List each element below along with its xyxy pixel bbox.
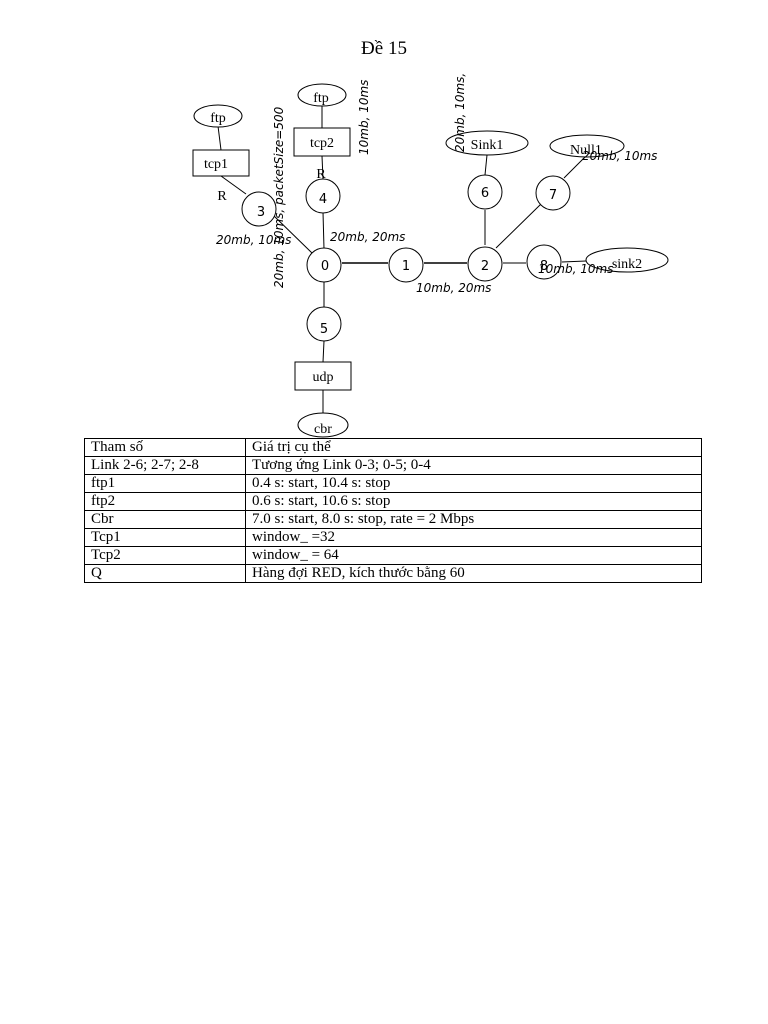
table-cell: ftp1 [84,474,246,493]
sink1-label: Sink1 [471,138,504,153]
table-row: Link 2-6; 2-7; 2-8 Tương ứng Link 0-3; 0… [84,456,702,475]
agent-shapes [192,83,669,438]
node-5-label: 5 [320,322,328,337]
node-8-circle [526,244,562,280]
table-cell: Tcp2 [84,546,246,565]
link-node3-node0 [272,214,313,254]
link-node2-node7 [495,203,542,249]
udp-box [294,361,352,391]
table-cell: Link 2-6; 2-7; 2-8 [84,456,246,475]
node-8-label: 8 [540,259,548,274]
tcp2-link-label: 10mb, 10ms [357,80,371,155]
table-row: Tcp1 window_ =32 [84,528,702,547]
link-1-2-label: 10mb, 20ms [416,281,491,295]
node-0-label: 0 [321,259,329,274]
node-3-circle [241,191,277,227]
link-node8-sink2 [561,260,587,263]
router-label-top: R [316,167,326,182]
table-cell: Cbr [84,510,246,529]
link-node5-udp [322,340,325,363]
table-row: ftp1 0.4 s: start, 10.4 s: stop [84,474,702,493]
node-3-label: 3 [257,205,265,220]
parameter-table: Tham số Giá trị cụ thể Link 2-6; 2-7; 2-… [84,438,702,583]
agent-labels: ftp tcp1 ftp tcp2 Sink1 Null1 sink2 udp … [204,91,642,437]
node-4-circle [305,178,341,214]
table-row: Tcp2 window_ = 64 [84,546,702,565]
link-3-0-label: 20mb, 10ms [216,233,291,247]
sink1-ellipse [445,130,529,156]
null1-label: Null1 [570,143,602,158]
link-tcp2-node4 [321,155,324,180]
table-row: Cbr 7.0 s: start, 8.0 s: stop, rate = 2 … [84,510,702,529]
node-circles [241,174,571,342]
null1-ellipse [549,134,625,158]
page-title: Đề 15 [361,38,407,59]
diagram-links [217,106,587,413]
table-row: Q Hàng đợi RED, kích thước bằng 60 [84,564,702,583]
link-tcp1-node3 [220,175,247,195]
link-ftp-tcp1 [217,125,222,151]
table-header-row: Tham số Giá trị cụ thể [84,438,702,457]
node-7-circle [535,175,571,211]
router-label-left: R [217,189,227,204]
link-node7-null1 [563,156,586,179]
link-2-7-label: 20mb, 10ms [582,149,657,163]
link-node6-sink1 [484,154,488,176]
table-cell: window_ = 64 [245,546,702,565]
udp-label: udp [313,370,334,385]
node-0-circle [306,247,342,283]
link-2-8-label: 10mb, 10ms [538,262,613,276]
link-0-3-vertical-label: 20mb, 10ms, packetSize=500 [272,106,286,288]
table-header-cell: Giá trị cụ thể [245,438,702,457]
sink2-label: sink2 [612,257,642,272]
table-cell: Hàng đợi RED, kích thước bằng 60 [245,564,702,583]
link-2-6-label: 20mb, 10ms, [453,73,467,152]
cbr-ellipse [297,412,349,438]
table-cell: Tương ứng Link 0-3; 0-5; 0-4 [245,456,702,475]
table-cell: 0.4 s: start, 10.4 s: stop [245,474,702,493]
node-5-circle [306,306,342,342]
ftp-left-label: ftp [210,111,226,126]
sink2-ellipse [585,247,669,273]
tcp1-box [192,149,250,177]
link-annotations: 10mb, 10ms 20mb, 10ms, 20mb, 10ms, packe… [216,73,657,295]
tcp2-label: tcp2 [310,136,334,151]
node-2-circle [467,246,503,282]
node-2-label: 2 [481,259,489,274]
node-1-circle [388,247,424,283]
ftp-left-ellipse [193,104,243,128]
table-header-cell: Tham số [84,438,246,457]
node-4-label: 4 [319,192,327,207]
cbr-label: cbr [314,422,332,437]
node-labels: 0 1 2 3 4 5 6 7 8 [257,186,557,337]
table-cell: ftp2 [84,492,246,511]
node-1-label: 1 [402,259,410,274]
tcp1-label: tcp1 [204,157,228,172]
node-6-label: 6 [481,186,489,201]
link-4-0-label: 20mb, 20ms [330,230,405,244]
ftp-top-label: ftp [313,91,329,106]
ftp-top-ellipse [297,83,347,107]
table-row: ftp2 0.6 s: start, 10.6 s: stop [84,492,702,511]
table-cell: Q [84,564,246,583]
table-cell: 7.0 s: start, 8.0 s: stop, rate = 2 Mbps [245,510,702,529]
table-cell: window_ =32 [245,528,702,547]
link-node4-node0 [322,211,325,250]
node-6-circle [467,174,503,210]
network-topology-diagram: 0 1 2 3 4 5 6 7 8 ftp tcp1 ftp tcp2 Sink… [192,73,669,438]
node-7-label: 7 [549,188,557,203]
table-cell: 0.6 s: start, 10.6 s: stop [245,492,702,511]
table-cell: Tcp1 [84,528,246,547]
tcp2-box [293,127,351,157]
